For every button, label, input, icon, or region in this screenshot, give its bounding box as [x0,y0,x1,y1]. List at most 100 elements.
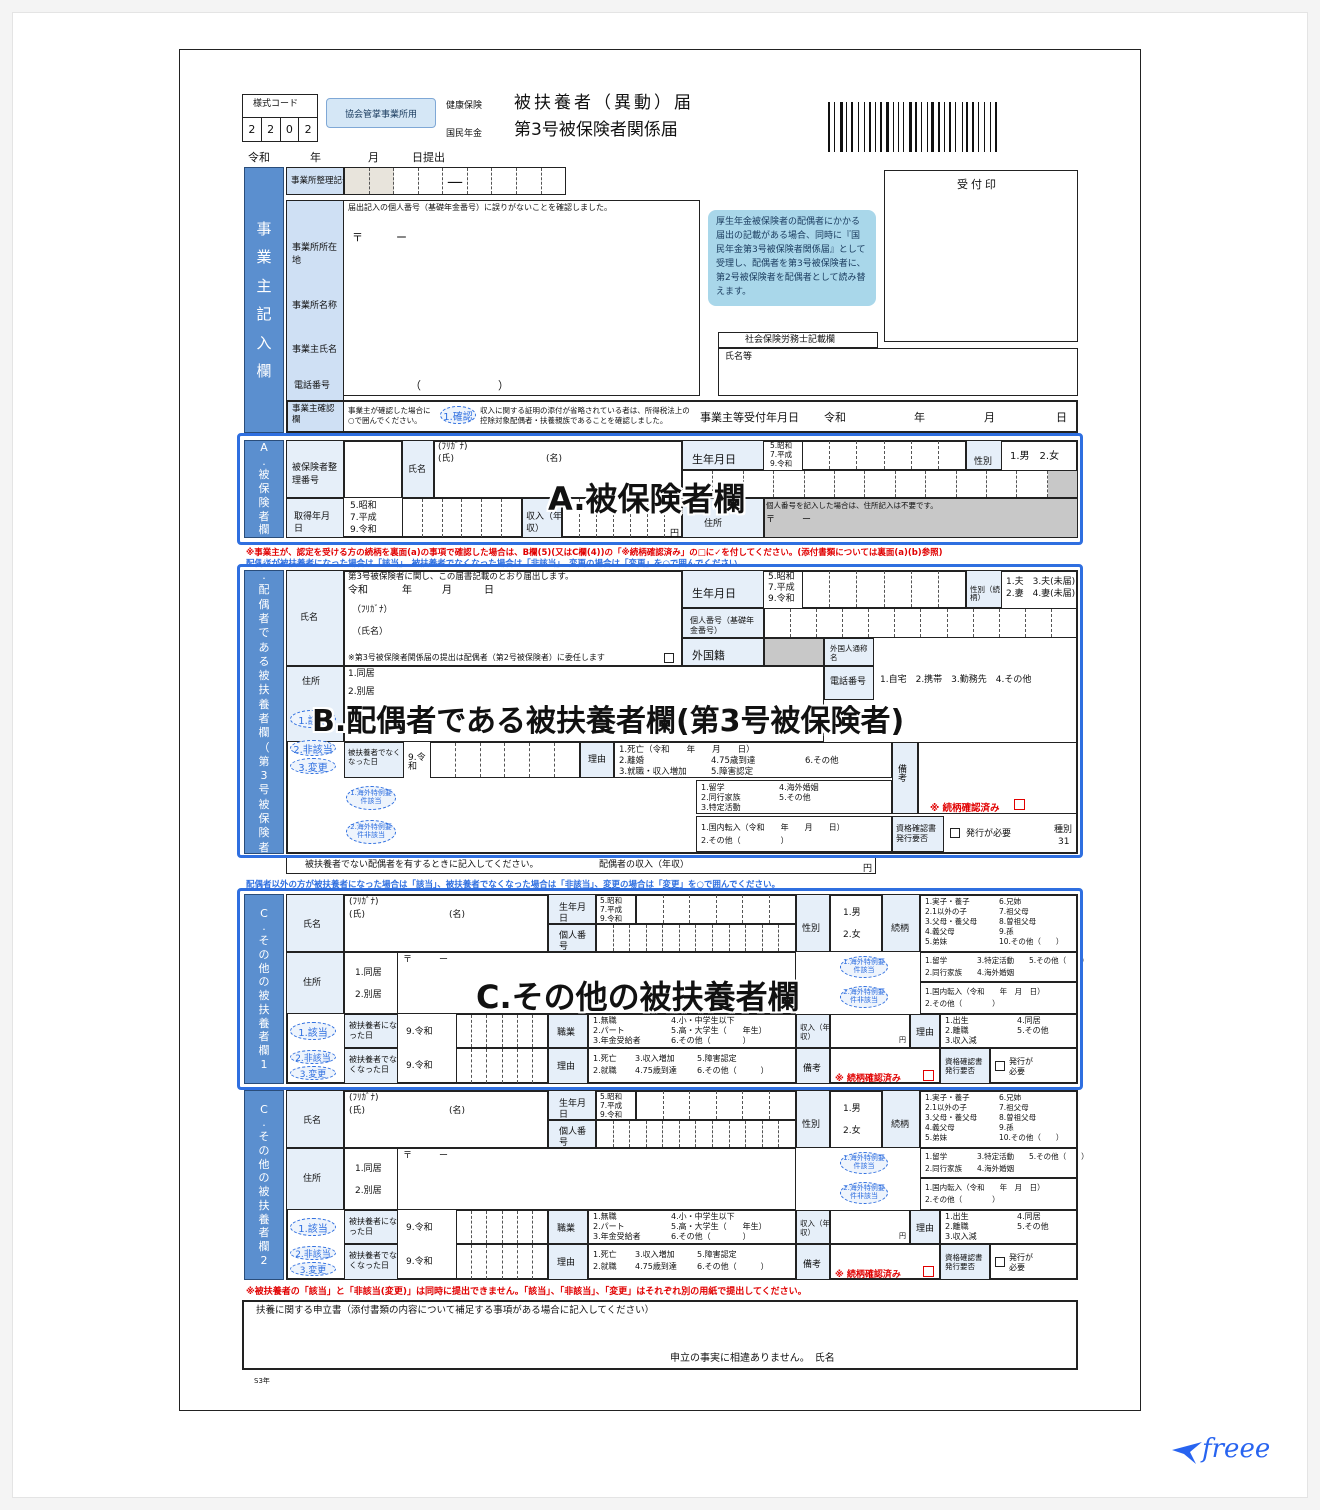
c-gender-opts[interactable]: 1.男 2.女 [830,1090,882,1148]
c-jobs[interactable]: 1.無職 2.パート 3.年金受給者 4.小・中学生以下 5.高・大学生（ 年生… [588,1210,796,1244]
a-address-label: 住所 [704,519,723,529]
side-label-char: 者 [258,1226,270,1240]
office-number-text: 事業所整理記号 [291,176,351,186]
c-reason-out-3: 3.収入増加 [635,1250,675,1259]
c-mynumber-grid[interactable] [596,924,796,952]
b-overseas-pill-1[interactable]: 1.海外特例要件該当 [346,786,396,810]
b-status-pill-1[interactable]: 1.該当 [290,710,336,728]
c-reasons-in[interactable]: 1.出生 2.離職 3.収入減 4.同居 5.その他 [940,1210,1078,1244]
c-status-pill-2[interactable]: 2.非該当 [290,1050,336,1064]
b-mynumber-grid[interactable] [764,608,1078,638]
a-gender-opts: 1.男 2.女 [1010,451,1060,462]
statement-box[interactable]: 扶養に関する申立書（添付書類の内容について補足する事項がある場合に記入してくださ… [242,1300,1078,1370]
b-relation-checked: ※ 続柄確認済み [930,803,1000,814]
side-label-char: の [258,975,270,989]
confirm-label: 事業主確認欄 [292,404,335,426]
c-qualification-checkbox[interactable] [995,1257,1005,1267]
c-overseas-pill-1[interactable]: 1.海外特例要件該当 [840,1152,888,1174]
c-job-cell: 職業 [548,1210,588,1244]
c-overseas-reason-4: 4.海外婚姻 [977,968,1015,977]
b-address-input[interactable] [344,666,824,742]
c-job-5: 5.高・大学生（ 年生） [671,1222,767,1231]
c-overseas-pill-1[interactable]: 1.海外特例要件該当 [840,956,888,978]
c-name-input[interactable]: (ﾌﾘｶﾞﾅ) (氏) (名) [344,1090,548,1148]
side-label-char: 者 [258,712,270,725]
c-jobs[interactable]: 1.無職 2.パート 3.年金受給者 4.小・中学生以下 5.高・大学生（ 年生… [588,1014,796,1048]
barcode-bar [864,102,865,152]
a-acquired-label: 取得年月日 [294,512,331,534]
a-mynumber-grid[interactable] [682,470,1078,498]
c-address-opt-2: 2.別居 [355,990,382,1000]
c-remarks-input[interactable]: ※ 続柄確認済み [830,1244,940,1280]
a-income-grid[interactable] [562,498,682,538]
c-birth-grid[interactable] [636,1090,796,1120]
b-name-input[interactable] [344,570,682,666]
b-delegate-checkbox[interactable] [664,653,674,663]
b-not-become-grid[interactable] [430,742,580,778]
b-status-pill-2[interactable]: 2.非該当 [290,740,336,756]
c-qualification-label: 資格確認書発行要否 [945,1057,983,1075]
c-overseas-reason-2: 2.同行家族 [925,1164,963,1173]
c-reasons-out[interactable]: 1.死亡 2.就職 3.収入増加 4.75歳到達 5.障害認定 6.その他（ ） [588,1244,796,1280]
b-relation-checkbox[interactable] [1014,799,1025,810]
b-overseas-reason-5: 5.その他 [779,793,811,802]
c-status-pill-3[interactable]: 3.変更 [290,1066,336,1080]
a-birth-grid[interactable] [802,440,966,470]
c-name-input[interactable]: (ﾌﾘｶﾞﾅ) (氏) (名) [344,894,548,952]
a-insured-number-input[interactable] [344,440,402,498]
c-job-5: 5.高・大学生（ 年生） [671,1026,767,1035]
a-name-input[interactable] [434,440,682,498]
c-domestic-reason-1: 1.国内転入（令和 年 月 日） [925,987,1045,996]
b-foreign-input[interactable] [764,638,824,666]
confirm-pill[interactable]: 1.確認 [440,406,476,424]
b-qualification-checkbox[interactable] [950,828,960,838]
c-gender-opts[interactable]: 1.男 2.女 [830,894,882,952]
c-family: (氏) [349,1106,366,1116]
c-qualification-opt-box[interactable]: 発行が必要 [990,1244,1078,1280]
b-birth-grid[interactable] [802,570,966,608]
c-reasons-in[interactable]: 1.出生 2.離職 3.収入減 4.同居 5.その他 [940,1014,1078,1048]
a-acquired-grid[interactable] [402,498,522,538]
barcode-bar [992,102,993,152]
c-relation-checkbox[interactable] [923,1266,934,1277]
c-became-grid[interactable] [456,1210,548,1244]
c-relations[interactable]: 1.実子・養子 2.1以外の子 3.父母・養父母 4.義父母 5.弟妹 6.兄姉… [920,1090,1078,1148]
national-pension-label: 国民年金 [446,129,483,139]
c-remarks-cell: 備考 [796,1048,830,1084]
c-address-input[interactable]: 1.同居 2.別居 〒 ー [344,952,796,1014]
b-remarks-input[interactable] [918,742,1078,814]
office-number-cells[interactable]: — [344,167,566,195]
date-month: 月 [368,151,379,164]
b-address-cell [286,666,344,742]
c-status-pill-3[interactable]: 3.変更 [290,1262,336,1276]
c-birth-grid[interactable] [636,894,796,924]
c-overseas-pill-2[interactable]: 2.海外特例要件非該当 [840,986,888,1008]
barcode-bar [995,102,997,152]
side-label-char: 欄 [258,726,270,740]
c-gender-opt-1: 1.男 [843,908,861,918]
c-relations[interactable]: 1.実子・養子 2.1以外の子 3.父母・養父母 4.義父母 5.弟妹 6.兄姉… [920,894,1078,952]
c-notbecome-grid[interactable] [456,1244,548,1280]
b-reasons-box: 1.死亡（令和 年 月 日） 2.離婚 3.就職・収入増加 4.75歳到達 5.… [614,742,892,778]
b-delegate: ※第3号被保険者関係届の提出は配偶者（第2号被保険者）に委任します [348,653,605,662]
c-status-pill-1[interactable]: 1.該当 [290,1218,336,1236]
c-qualification-checkbox[interactable] [995,1061,1005,1071]
c-income-input[interactable]: 円 [830,1014,910,1048]
c-became-grid[interactable] [456,1014,548,1048]
c-notbecome-grid[interactable] [456,1048,548,1084]
b-overseas-pill-2[interactable]: 2.海外特例要件非該当 [346,820,396,844]
c-income-input[interactable]: 円 [830,1210,910,1244]
c-status-pill-1[interactable]: 1.該当 [290,1022,336,1040]
c-reasons-out[interactable]: 1.死亡 2.就職 3.収入増加 4.75歳到達 5.障害認定 6.その他（ ） [588,1048,796,1084]
b-status-pill-3[interactable]: 3.変更 [290,758,336,774]
c-status-pill-2[interactable]: 2.非該当 [290,1246,336,1260]
c-job-1: 1.無職 [593,1212,617,1221]
c-relation-checkbox[interactable] [923,1070,934,1081]
c-remarks-input[interactable]: ※ 続柄確認済み [830,1048,940,1084]
c-notbecome-label: 被扶養者でなくなった日 [349,1251,397,1270]
c-mynumber-grid[interactable] [596,1120,796,1148]
c-qualification-opt-box[interactable]: 発行が必要 [990,1048,1078,1084]
c-overseas-pill-2[interactable]: 2.海外特例要件非該当 [840,1182,888,1204]
a-address-input[interactable] [764,498,1078,538]
c-address-input[interactable]: 1.同居 2.別居 〒 ー [344,1148,796,1210]
